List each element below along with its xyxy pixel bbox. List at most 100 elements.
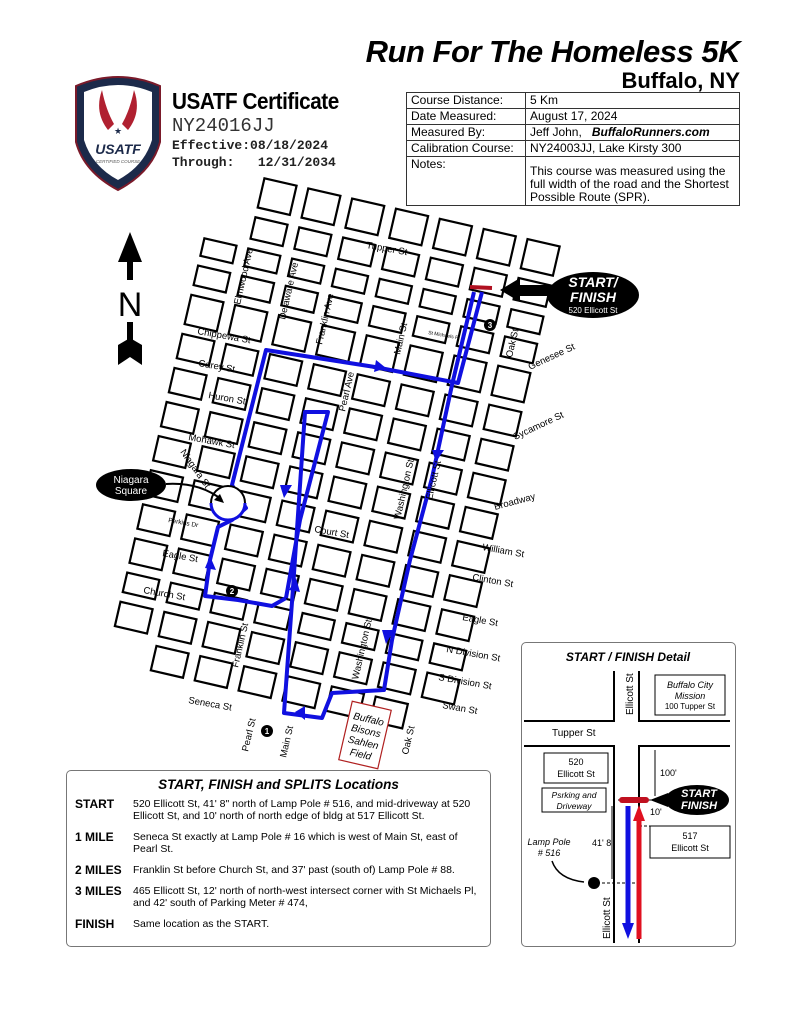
city-block — [519, 237, 561, 277]
city-block — [203, 410, 244, 446]
city-block — [475, 227, 518, 267]
svg-text:Buffalo City: Buffalo City — [667, 680, 714, 690]
svg-text:Mission: Mission — [675, 691, 706, 701]
city-block — [159, 400, 201, 436]
measurer-website: BuffaloRunners.com — [591, 125, 710, 139]
svg-text:Psrking and: Psrking and — [552, 790, 597, 800]
effective-label: Effective: — [172, 138, 251, 153]
split-2-marker: 2 — [230, 587, 235, 596]
city-block — [367, 304, 407, 335]
through-date: 12/31/2034 — [257, 155, 336, 170]
splits-locations-box: START, FINISH and SPLITS Locations START… — [66, 770, 491, 947]
city-block — [323, 294, 364, 325]
street-label: Main St — [278, 724, 296, 758]
city-block — [391, 597, 432, 633]
city-block — [335, 441, 376, 476]
city-block — [270, 313, 313, 354]
effective-row: Effective:08/18/2024 — [172, 138, 328, 153]
city-block — [350, 372, 392, 408]
city-block — [406, 529, 448, 565]
svg-text:★: ★ — [114, 126, 122, 136]
course-info-table: Course Distance:5 Km Date Measured:Augus… — [406, 92, 740, 206]
svg-text:10': 10' — [650, 807, 662, 817]
street-label: Seneca St — [187, 695, 232, 714]
city-block — [418, 287, 458, 316]
start-finish-line — [469, 285, 493, 290]
niagara-square-callout: Niagara Square — [96, 469, 224, 503]
city-block — [215, 557, 257, 592]
city-block — [165, 581, 205, 611]
city-block — [344, 197, 386, 237]
city-block — [199, 236, 238, 265]
city-block — [167, 366, 208, 401]
svg-text:520: 520 — [568, 757, 583, 767]
city-block — [306, 362, 348, 398]
city-block — [482, 403, 523, 438]
city-block — [237, 664, 278, 700]
table-row: Course Distance:5 Km — [406, 92, 740, 109]
city-block — [113, 600, 154, 635]
split-3-marker: 3 — [488, 321, 493, 330]
city-block — [336, 236, 377, 268]
city-block — [330, 267, 370, 295]
city-block — [192, 264, 232, 294]
city-block — [263, 352, 304, 388]
race-city: Buffalo, NY — [621, 68, 740, 93]
city-block — [499, 335, 539, 365]
street-grid — [113, 176, 561, 730]
city-block — [319, 509, 360, 544]
city-block — [411, 314, 451, 345]
splits-title: START, FINISH and SPLITS Locations — [158, 777, 399, 792]
svg-text:Ellicott St: Ellicott St — [625, 673, 636, 715]
north-label: N — [118, 286, 143, 324]
certificate-number: NY24016JJ — [172, 115, 275, 137]
city-block — [136, 502, 177, 538]
detail-title: START / FINISH Detail — [566, 650, 691, 664]
city-block — [342, 407, 384, 442]
svg-text:# 516: # 516 — [538, 848, 561, 858]
svg-text:Field: Field — [349, 747, 373, 763]
start-finish-line — [619, 797, 649, 803]
street-label: St Michaels Pl — [428, 330, 460, 341]
start-finish-detail: START / FINISH Detail Ellicott St Ellico… — [521, 642, 736, 947]
table-row: Calibration Course:NY24003JJ, Lake Kirst… — [406, 140, 740, 157]
inbound-arrow-icon — [633, 805, 645, 821]
city-block — [420, 671, 461, 706]
city-block — [211, 376, 252, 412]
svg-text:Tupper St: Tupper St — [552, 728, 596, 739]
city-block — [175, 332, 216, 367]
city-block — [435, 607, 476, 643]
city-block — [236, 274, 276, 304]
city-block — [314, 323, 357, 364]
city-block — [267, 533, 308, 568]
svg-text:Square: Square — [115, 486, 148, 497]
city-block — [255, 386, 296, 422]
svg-text:CERTIFIED COURSE: CERTIFIED COURSE — [96, 159, 141, 164]
svg-text:USATF: USATF — [95, 141, 141, 157]
svg-text:Driveway: Driveway — [557, 801, 593, 811]
city-block — [468, 266, 509, 299]
city-block — [424, 256, 465, 288]
city-block — [151, 434, 193, 470]
city-block — [394, 383, 436, 418]
svg-text:100 Tupper St: 100 Tupper St — [665, 702, 716, 711]
svg-text:Ellicott St: Ellicott St — [557, 769, 595, 779]
race-title: Run For The Homeless 5K — [365, 34, 741, 69]
split-markers: 1 2 3 — [226, 319, 496, 737]
city-block — [303, 577, 344, 613]
table-row: Notes:This course was measured using the… — [406, 156, 740, 206]
city-block — [279, 284, 320, 315]
city-block — [450, 539, 492, 575]
city-block — [195, 444, 237, 480]
city-block — [223, 523, 265, 558]
city-block — [249, 215, 289, 248]
notes-text: This course was measured using the full … — [525, 156, 740, 206]
city-block — [384, 631, 424, 662]
callout-line1: START/ — [568, 274, 619, 290]
svg-text:Ellicott St: Ellicott St — [602, 897, 613, 939]
table-row: Date Measured:August 17, 2024 — [406, 108, 740, 125]
city-block — [355, 553, 396, 589]
city-block — [428, 642, 468, 672]
